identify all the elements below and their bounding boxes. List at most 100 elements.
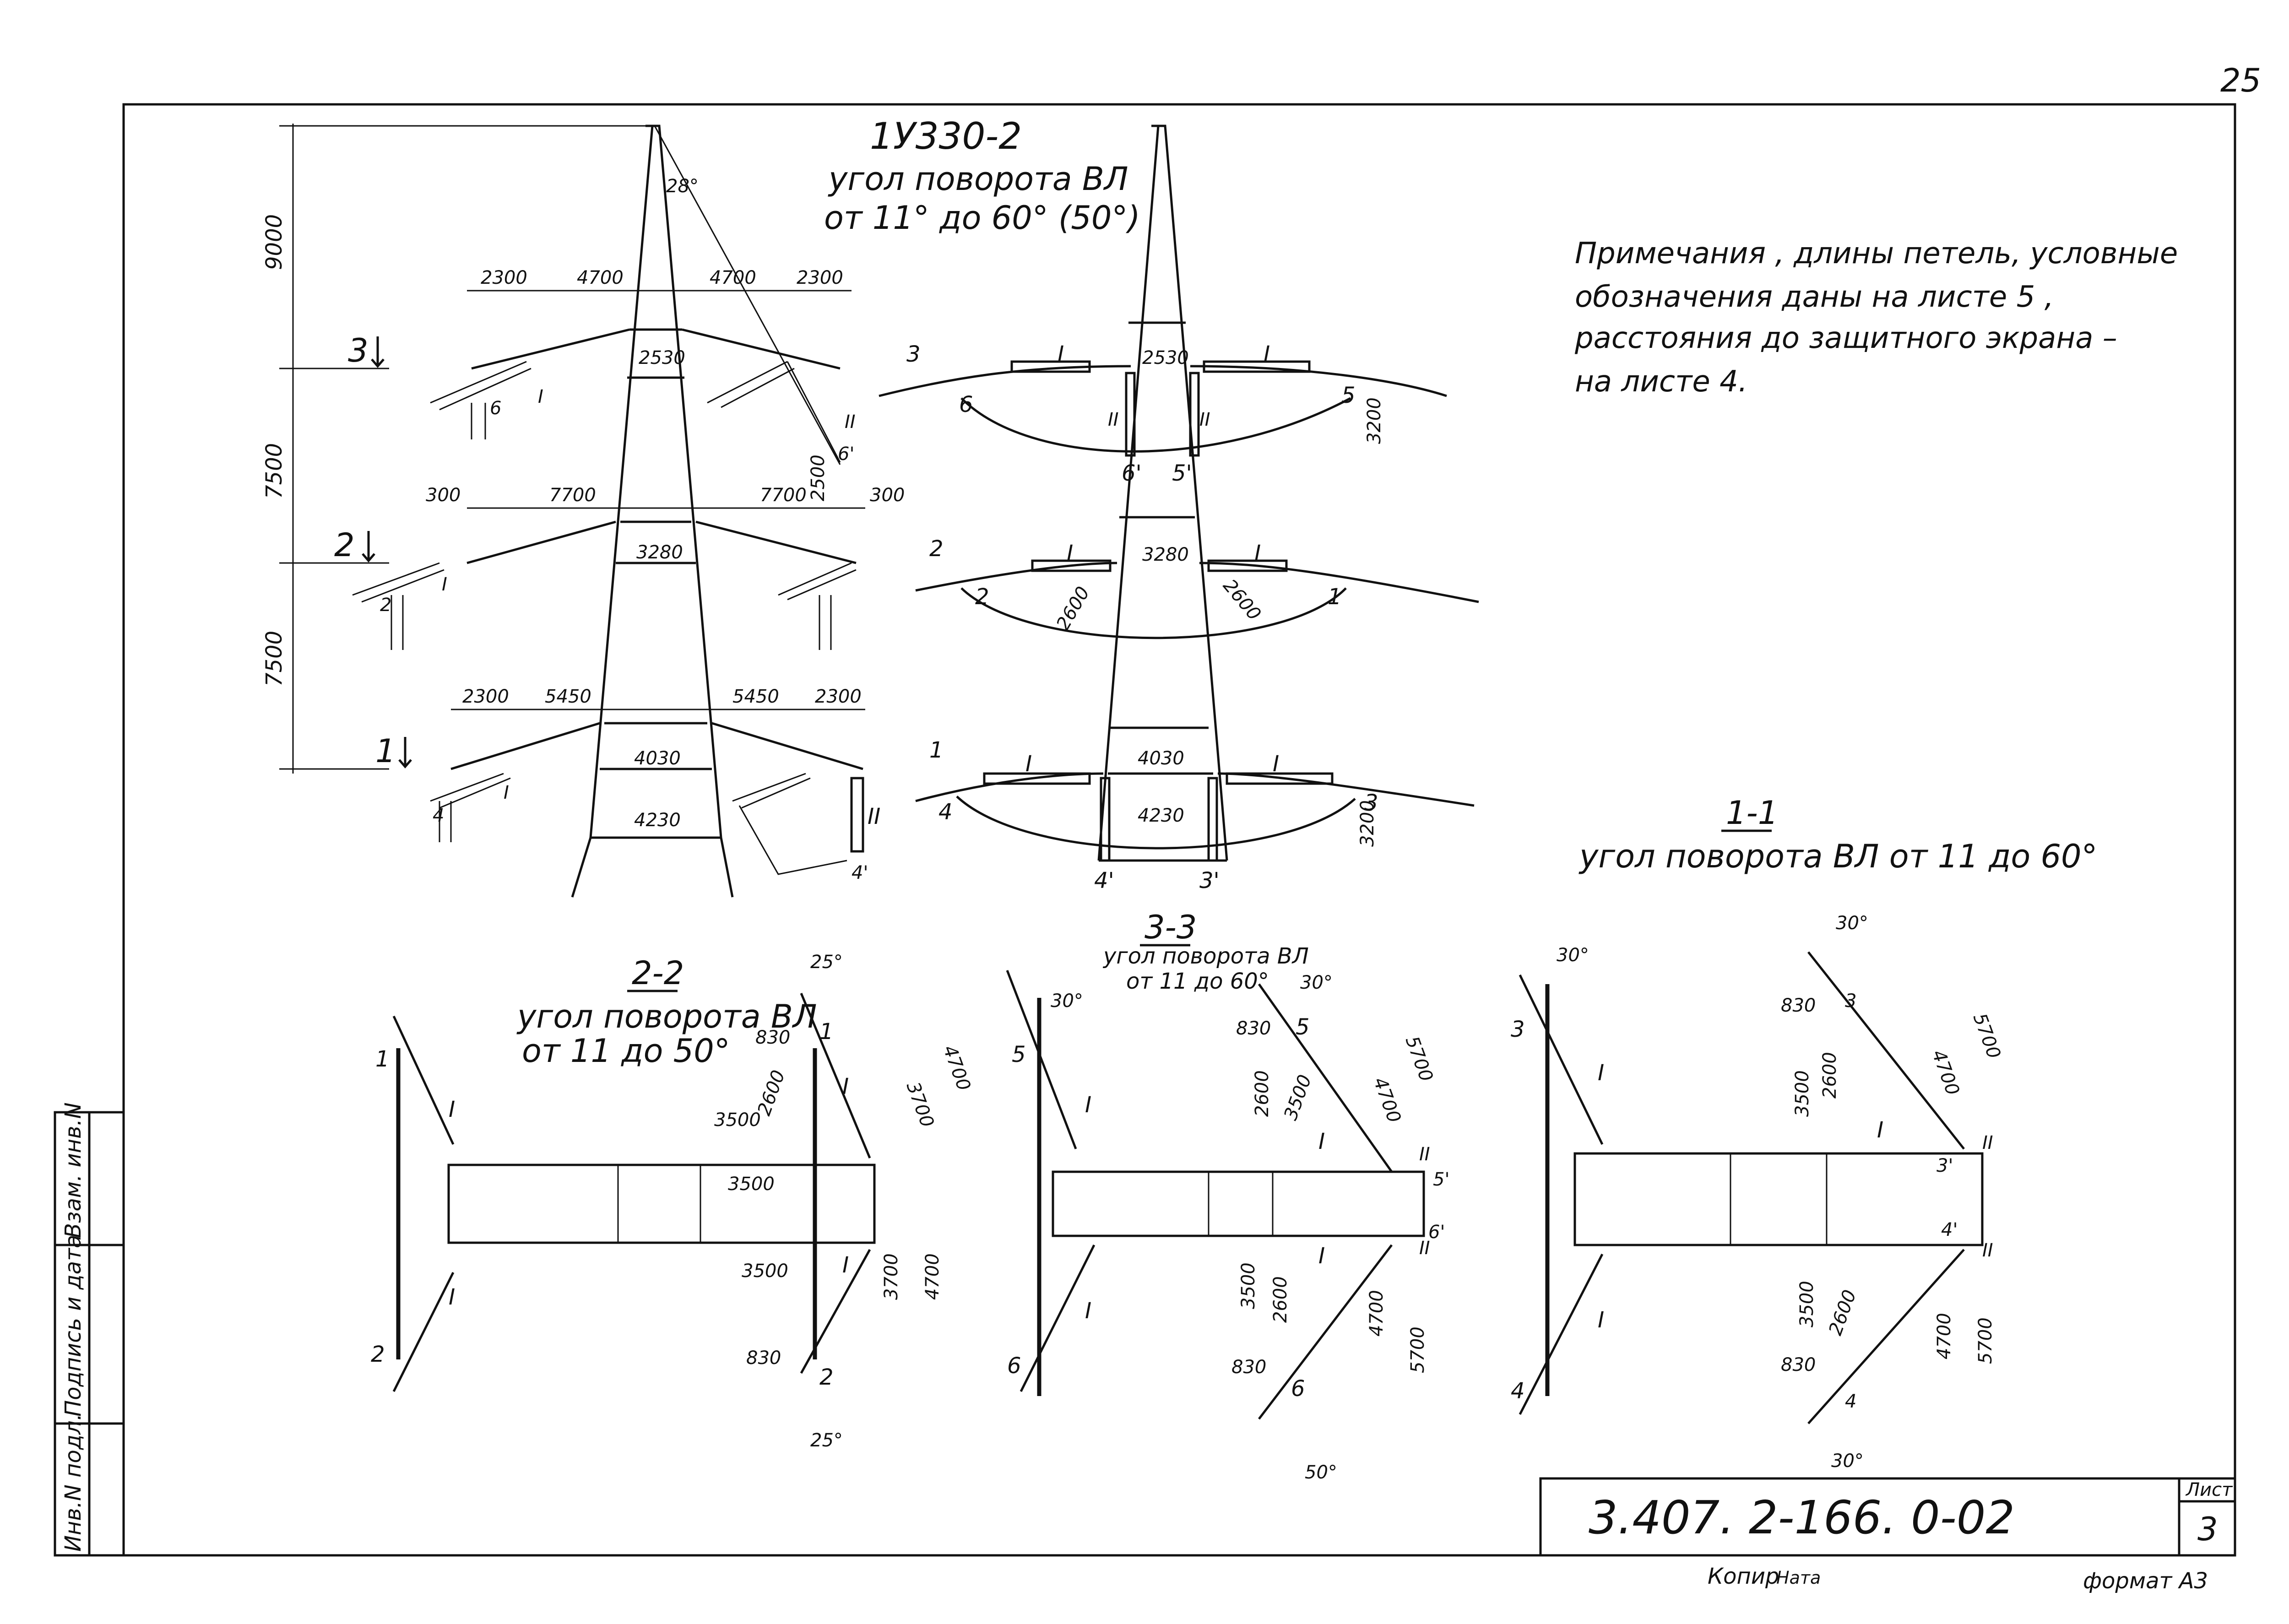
sec33-angle-left: 30° — [1051, 991, 1083, 1012]
sec33-subtitle-2: от 11 до 60° — [1126, 969, 1269, 994]
sec11-angle-left: 30° — [1557, 945, 1589, 966]
stamp-inv-podl: Инв.N подл. — [60, 1413, 86, 1552]
elev-dim-mid-2: 7700 — [549, 485, 596, 506]
sec22-angle-bottom: 25° — [810, 1430, 843, 1451]
sec22-dim-10: 830 — [746, 1348, 781, 1369]
sec33-pt-6: 6 — [1007, 1353, 1021, 1379]
sheet-number: 3 — [2197, 1510, 2218, 1548]
elev-dim-bot-2: 5450 — [545, 686, 591, 707]
side-sec-2: 2 — [929, 536, 944, 562]
sec11-dim-8: 830 — [1781, 1354, 1816, 1375]
side-point-6p: 6' — [1122, 460, 1142, 486]
elev-roman-2a: II — [845, 411, 856, 433]
copied-label: Копир — [1708, 1564, 1779, 1589]
sec22-dim-9: 4700 — [922, 1253, 943, 1300]
sec11-dim-10: 5700 — [1975, 1317, 1996, 1364]
side-width-top: 2530 — [1142, 347, 1189, 368]
sec11-pt-3: 3 — [1511, 1017, 1525, 1042]
elev-dim-2500: 2500 — [808, 455, 829, 501]
sec11-crossarm — [1573, 1152, 1984, 1246]
side-roman-1e: I — [1025, 751, 1032, 777]
outer-frame — [122, 103, 2236, 1557]
elev-width-top: 2530 — [639, 347, 685, 368]
elev-dim-mid-4: 300 — [870, 485, 905, 506]
sec11-pt-4: 4 — [1511, 1378, 1525, 1404]
elev-point-4: 4 — [433, 805, 444, 826]
side-width-base: 4230 — [1138, 805, 1184, 826]
sec22-roman-4: I — [842, 1252, 849, 1278]
sec22-dim-6: 3500 — [728, 1174, 775, 1195]
sec22-pt-2: 2 — [371, 1342, 385, 1367]
note-line-2: обозначения даны на листе 5 , — [1575, 280, 2054, 314]
sec22-crossarm — [447, 1164, 876, 1244]
sec33-dim-10: 830 — [1231, 1357, 1266, 1378]
sec33-roman-3: I — [1318, 1129, 1325, 1154]
side-point-5: 5 — [1341, 383, 1356, 408]
sec33-roman-6: II — [1419, 1238, 1430, 1259]
sec33-pt-6b: 6 — [1291, 1376, 1305, 1402]
section-2-2: 2-2 угол поворота ВЛ от 11 до 50° 25° 25… — [371, 952, 975, 1451]
sec22-subtitle-1: угол поворота ВЛ — [516, 998, 817, 1035]
elev-roman-1a: I — [538, 386, 543, 407]
note-line-4: на листе 4. — [1575, 365, 1747, 399]
sec33-dim-9: 5700 — [1407, 1326, 1428, 1373]
elev-sec-2: 2 — [334, 526, 355, 564]
sec11-dim-9: 4700 — [1934, 1313, 1955, 1359]
sec11-roman-2a: II — [1982, 1132, 1993, 1153]
side-sec-1: 1 — [929, 737, 944, 763]
side-roman-1c: I — [1067, 541, 1073, 566]
copied-signature: Ната — [1776, 1568, 1821, 1588]
side-point-5p: 5' — [1172, 460, 1192, 486]
tower-elevation: 1У330-2 угол поворота ВЛ от 11° до 60° (… — [261, 115, 1140, 898]
elev-width-mid: 3280 — [636, 542, 683, 563]
sec33-pt-5: 5 — [1012, 1042, 1026, 1067]
elev-sec-1: 1 — [375, 732, 396, 770]
sec33-dim-8: 4700 — [1366, 1290, 1387, 1337]
side-roman-1f: I — [1273, 751, 1279, 777]
elev-roman-2b: II — [868, 804, 880, 829]
sec11-title: 1-1 — [1726, 794, 1778, 832]
side-stamp: Взам. инв.N Подпись и дата Инв.N подл. — [54, 1102, 125, 1557]
side-point-6: 6 — [959, 392, 973, 417]
sec33-angle-bottom: 50° — [1305, 1462, 1337, 1483]
side-roman-2b: II — [1199, 409, 1210, 430]
elev-width-base: 4230 — [634, 810, 681, 831]
elev-point-6p: 6' — [838, 444, 854, 465]
sec33-dim-7: 2600 — [1270, 1276, 1291, 1323]
side-roman-1a: I — [1058, 341, 1064, 367]
elev-title: 1У330-2 — [870, 115, 1022, 157]
elev-dim-9000: 9000 — [261, 214, 287, 270]
sec33-crossarm — [1052, 1170, 1425, 1237]
sec22-subtitle-2: от 11 до 50° — [522, 1032, 730, 1070]
elev-point-4p: 4' — [852, 862, 868, 883]
sec11-dim-4: 3500 — [1792, 1070, 1813, 1117]
note-line-3: расстояния до защитного экрана – — [1574, 321, 2117, 355]
sec33-title: 3-3 — [1144, 909, 1197, 946]
side-point-1: 1 — [1328, 584, 1342, 610]
tower-side-view: 2530 3280 4030 4230 3200 3200 2600 2600 … — [879, 125, 1479, 893]
stamp-podpis: Подпись и дата — [60, 1234, 86, 1417]
elev-sec-3: 3 — [348, 332, 369, 369]
doc-code: 3.407. 2-166. 0-02 — [1589, 1491, 2015, 1544]
elev-dim-top-2: 4700 — [577, 267, 624, 288]
sec22-pt-2b: 2 — [819, 1364, 834, 1390]
sec11-roman-1b: I — [1598, 1307, 1604, 1333]
side-width-mid: 3280 — [1142, 544, 1189, 565]
elev-shield-line — [654, 125, 841, 465]
elev-dim-top-3: 4700 — [710, 267, 756, 288]
sec22-pt-1b: 1 — [819, 1019, 834, 1045]
elev-roman-1c: I — [504, 782, 509, 803]
sec11-angle-right: 30° — [1836, 913, 1868, 934]
sec33-dim-6: 3500 — [1238, 1262, 1259, 1309]
sec22-dim-1: 830 — [755, 1027, 790, 1048]
sec22-roman-3: I — [842, 1074, 849, 1099]
stamp-vzam: Взам. инв.N — [60, 1102, 86, 1238]
sec33-angle-right: 30° — [1300, 972, 1333, 993]
sec11-pt-4b: 4 — [1845, 1391, 1856, 1412]
side-point-2: 2 — [975, 584, 989, 610]
sec11-pt-4p: 4' — [1941, 1219, 1958, 1240]
elev-subtitle-1: угол поворота ВЛ — [828, 160, 1128, 198]
side-dim-3200b: 3200 — [1357, 800, 1378, 847]
sec22-dim-8: 3700 — [881, 1253, 902, 1300]
